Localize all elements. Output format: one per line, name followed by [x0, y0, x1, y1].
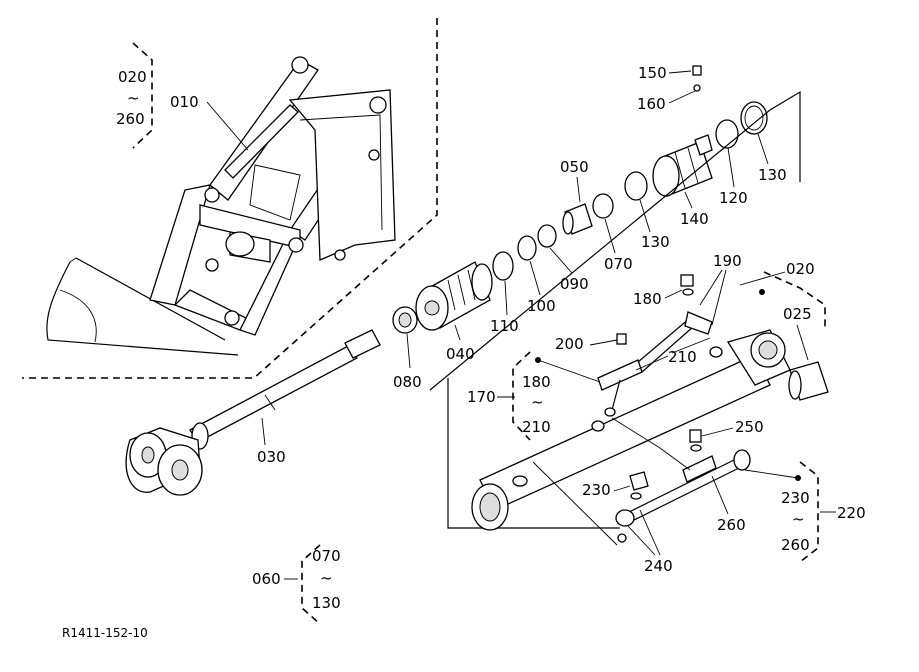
- label-220: 220: [837, 504, 866, 522]
- pipe-assembly-170: [597, 274, 713, 417]
- label-170: 170: [467, 388, 496, 406]
- label-020: 020: [786, 260, 815, 278]
- range-170-tilde: ~: [531, 393, 544, 411]
- gland-040: [415, 261, 493, 331]
- label-090: 090: [560, 275, 589, 293]
- range-060-from: 070: [312, 547, 341, 565]
- range-220-to: 260: [781, 536, 810, 554]
- ring-100: [517, 235, 537, 261]
- group-frame-upper: [429, 90, 801, 391]
- callout-010: 010: [170, 93, 249, 151]
- range-170-to: 210: [522, 418, 551, 436]
- range-170-from: 180: [522, 373, 551, 391]
- label-070: 070: [604, 255, 633, 273]
- range-to: 260: [116, 110, 145, 128]
- label-040: 040: [446, 345, 475, 363]
- ring-120: [715, 119, 739, 149]
- ball-160: [693, 84, 701, 92]
- label-250: 250: [735, 418, 764, 436]
- reference-code: R1411-152-10: [62, 626, 148, 640]
- label-210: 210: [668, 348, 697, 366]
- label-080: 080: [393, 373, 422, 391]
- label-150: 150: [638, 64, 667, 82]
- label-030: 030: [257, 448, 286, 466]
- group-frame-lower: [447, 378, 620, 529]
- label-230: 230: [582, 481, 611, 499]
- bracket-020: [763, 271, 826, 330]
- range-tilde: ~: [127, 89, 140, 107]
- range-220-from: 230: [781, 489, 810, 507]
- range-220-tilde: ~: [792, 510, 805, 528]
- label-050: 050: [560, 158, 589, 176]
- range-from: 020: [118, 68, 147, 86]
- loader-frame-drawing: [22, 18, 438, 379]
- range-020-260: 020 ~ 260: [116, 42, 153, 149]
- ring-130-lower: [624, 171, 648, 201]
- piston-rod-030: [125, 329, 381, 496]
- ring-070: [592, 193, 614, 219]
- label-130-lower: 130: [641, 233, 670, 251]
- label-200: 200: [555, 335, 584, 353]
- label-190: 190: [713, 252, 742, 270]
- label-025: 025: [783, 305, 812, 323]
- label-120: 120: [719, 189, 748, 207]
- label-180: 180: [633, 290, 662, 308]
- pipe-260: [532, 429, 751, 546]
- label-260: 260: [717, 516, 746, 534]
- label-240: 240: [644, 557, 673, 575]
- label-100: 100: [527, 297, 556, 315]
- range-060: 060 070 ~ 130: [252, 544, 341, 625]
- label-110: 110: [490, 317, 519, 335]
- range-060-tilde: ~: [320, 569, 333, 587]
- range-170: 170 180 ~ 210: [467, 351, 601, 441]
- range-220: 230 ~ 260 220: [744, 461, 866, 563]
- label-160: 160: [637, 95, 666, 113]
- label-140: 140: [680, 210, 709, 228]
- piston-140: [652, 134, 713, 197]
- label-130-upper: 130: [758, 166, 787, 184]
- label-010: 010: [170, 93, 199, 111]
- screw-150: [692, 65, 702, 76]
- ring-090: [537, 224, 557, 248]
- range-060-to: 130: [312, 594, 341, 612]
- ring-110: [492, 251, 514, 281]
- label-060: 060: [252, 570, 281, 588]
